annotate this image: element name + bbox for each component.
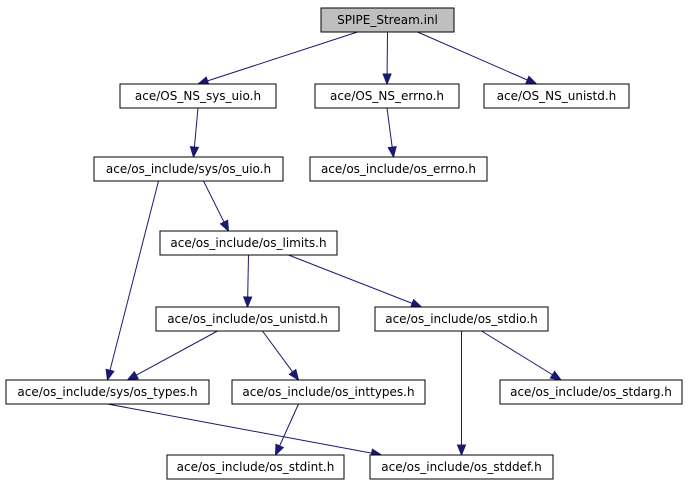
node-os-include-os-stdio-h[interactable]: ace/os_include/os_stdio.h <box>374 306 549 332</box>
edge-n10-n12 <box>274 403 299 457</box>
node-label: ace/os_include/sys/os_types.h <box>17 385 197 399</box>
edge-n9-n13 <box>107 403 383 458</box>
node-label: ace/os_include/os_stdint.h <box>177 460 335 474</box>
node-os-include-os-stdint-h[interactable]: ace/os_include/os_stdint.h <box>166 454 345 480</box>
arrowhead-icon <box>524 75 538 85</box>
node-label: ace/os_include/os_stddef.h <box>381 460 541 474</box>
node-label: ace/OS_NS_unistd.h <box>497 89 617 103</box>
node-label: ace/os_include/os_unistd.h <box>167 312 328 326</box>
arrowhead-icon <box>105 368 115 382</box>
edge-n1-n4 <box>189 107 200 159</box>
edge-n8-n13 <box>456 331 467 457</box>
node-os-include-os-errno-h[interactable]: ace/os_include/os_errno.h <box>309 156 488 182</box>
arrowhead-icon <box>274 443 285 457</box>
arrowhead-icon <box>549 370 563 381</box>
node-label: ace/os_include/os_stdarg.h <box>510 385 672 399</box>
node-os-include-os-stdarg-h[interactable]: ace/os_include/os_stdarg.h <box>499 379 683 405</box>
edge-n4-n6 <box>203 180 230 233</box>
edge-n8-n11 <box>481 330 563 381</box>
edge-n6-n7 <box>242 254 253 309</box>
arrowhead-icon <box>219 219 230 233</box>
edge-n2-n5 <box>386 107 397 159</box>
edges-layer <box>105 31 563 458</box>
edge-n0-n1 <box>196 31 358 86</box>
arrowhead-icon <box>387 145 397 159</box>
arrowhead-icon <box>126 370 139 381</box>
node-label: SPIPE_Stream.inl <box>337 13 438 27</box>
node-spipe-stream-inl[interactable]: SPIPE_Stream.inl <box>320 7 455 33</box>
node-label: ace/os_include/os_limits.h <box>170 236 326 250</box>
node-os-include-os-inttypes-h[interactable]: ace/os_include/os_inttypes.h <box>231 379 426 405</box>
node-os-include-os-unistd-h[interactable]: ace/os_include/os_unistd.h <box>155 306 340 332</box>
node-os-ns-sys-uio-h[interactable]: ace/OS_NS_sys_uio.h <box>119 83 277 109</box>
arrowhead-icon <box>409 298 423 308</box>
arrowhead-icon <box>456 444 467 457</box>
node-label: ace/os_include/os_errno.h <box>321 162 476 176</box>
edge-n7-n9 <box>126 330 218 381</box>
arrowhead-icon <box>382 73 392 86</box>
node-os-ns-errno-h[interactable]: ace/OS_NS_errno.h <box>314 83 460 109</box>
node-label: ace/OS_NS_errno.h <box>330 89 444 103</box>
arrowhead-icon <box>288 368 300 382</box>
edge-n0-n2 <box>382 31 392 86</box>
node-os-include-os-stddef-h[interactable]: ace/os_include/os_stddef.h <box>369 454 554 480</box>
node-os-include-sys-os-types-h[interactable]: ace/os_include/sys/os_types.h <box>5 379 210 405</box>
arrowhead-icon <box>189 146 200 159</box>
node-label: ace/OS_NS_sys_uio.h <box>135 89 261 103</box>
edge-n6-n8 <box>288 254 423 308</box>
node-os-include-sys-os-uio-h[interactable]: ace/os_include/sys/os_uio.h <box>93 156 284 182</box>
node-label: ace/os_include/os_stdio.h <box>385 312 538 326</box>
edge-n0-n3 <box>417 31 538 85</box>
arrowhead-icon <box>242 296 253 309</box>
node-label: ace/os_include/os_inttypes.h <box>242 385 414 399</box>
node-os-include-os-limits-h[interactable]: ace/os_include/os_limits.h <box>159 230 338 256</box>
node-os-ns-unistd-h[interactable]: ace/OS_NS_unistd.h <box>483 83 630 109</box>
edge-n7-n10 <box>262 330 300 382</box>
edge-n4-n9 <box>105 180 159 382</box>
node-label: ace/os_include/sys/os_uio.h <box>106 162 271 176</box>
